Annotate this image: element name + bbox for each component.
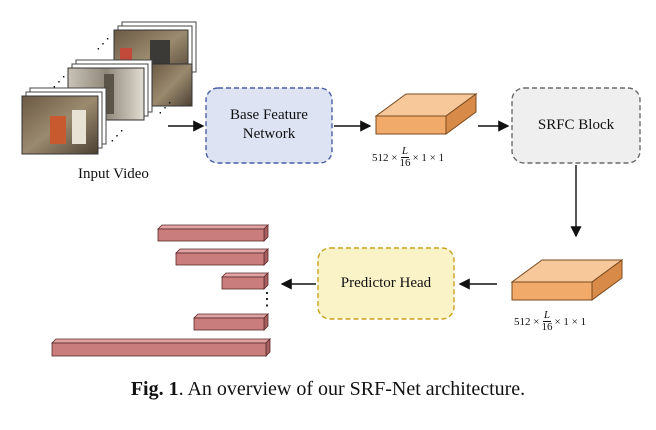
base-feature-network-line2: Network xyxy=(242,126,296,142)
dim-bottom-den: 16 xyxy=(541,321,553,333)
base-feature-network-line1: Base Feature xyxy=(230,107,308,123)
frame-stack-bottom: ⋰ xyxy=(21,87,124,155)
proposal-bar xyxy=(221,272,269,290)
dimension-label-top: 512 × L 16 × 1 × 1 xyxy=(372,146,444,169)
proposal-bar xyxy=(51,338,271,357)
dim-bottom-fraction: L 16 xyxy=(541,310,552,333)
proposal-ellipsis: ⋮ xyxy=(258,289,276,309)
svg-text:⋰: ⋰ xyxy=(52,75,66,90)
caption-text: . An overview of our SRF-Net architectur… xyxy=(178,378,526,400)
feature-block-bottom xyxy=(510,259,624,301)
dim-bottom-prefix: 512 × xyxy=(514,315,540,328)
dim-top-den: 16 xyxy=(399,157,411,169)
svg-text:⋰: ⋰ xyxy=(158,101,172,116)
dimension-label-bottom: 512 × L 16 × 1 × 1 xyxy=(514,310,586,333)
dim-bottom-suffix: × 1 × 1 xyxy=(554,315,587,328)
svg-text:⋰: ⋰ xyxy=(96,37,110,52)
svg-text:⋰: ⋰ xyxy=(110,129,124,144)
srfc-block-box xyxy=(511,87,641,164)
dim-top-suffix: × 1 × 1 xyxy=(412,151,445,164)
input-video-label: Input Video xyxy=(78,166,149,182)
predictor-head-box xyxy=(317,247,455,320)
base-feature-network-label: Base Feature Network xyxy=(206,106,332,144)
base-feature-network-box xyxy=(205,87,333,164)
dim-top-num: L xyxy=(400,145,410,158)
input-video-frames: ⋰ ⋰ ⋰ ⋰ xyxy=(21,21,197,155)
predictor-head-label: Predictor Head xyxy=(340,275,432,291)
feature-block-top xyxy=(374,93,478,135)
proposal-bar xyxy=(175,248,269,266)
caption-label: Fig. 1 xyxy=(130,378,179,400)
proposal-bar xyxy=(157,224,269,242)
figure-caption: Fig. 1. An overview of our SRF-Net archi… xyxy=(0,378,656,401)
proposal-bar xyxy=(193,313,269,331)
dim-bottom-num: L xyxy=(542,309,552,322)
srfc-block-label: SRFC Block xyxy=(537,117,615,133)
dim-top-prefix: 512 × xyxy=(372,151,398,164)
dim-top-fraction: L 16 xyxy=(399,146,410,169)
proposal-bars xyxy=(51,224,271,357)
